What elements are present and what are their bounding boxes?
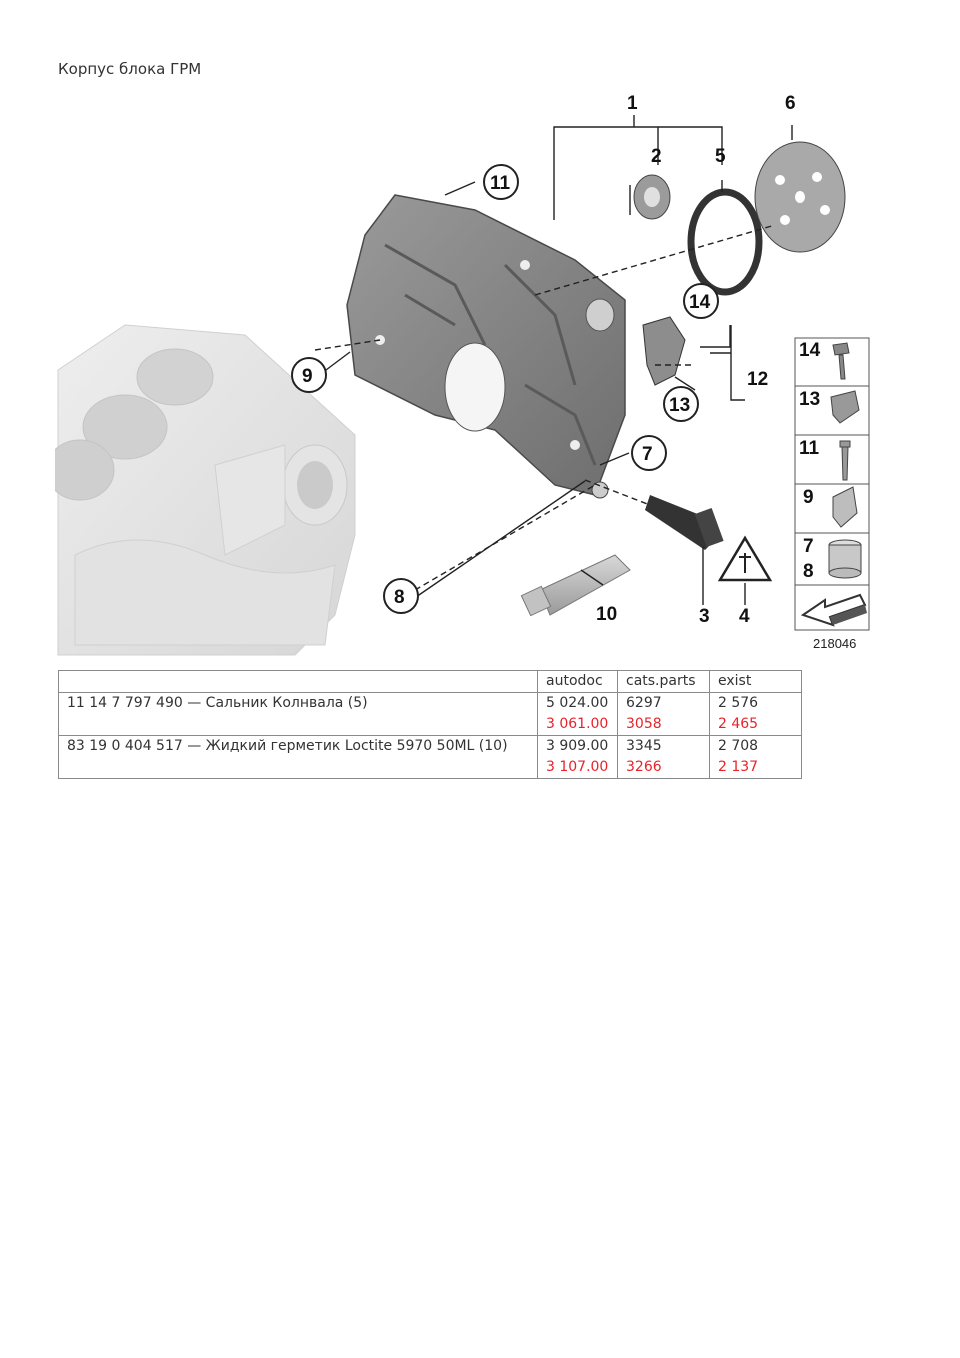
table-row: 11 14 7 797 490 — Сальник Колнвала (5) 5…	[58, 692, 802, 736]
callout-2: 2	[651, 146, 662, 167]
price-primary: 2 576	[718, 695, 759, 711]
arrow-icon	[800, 593, 867, 627]
side-label-11: 11	[799, 438, 820, 459]
price-cell: 5 024.00 3 061.00	[537, 692, 618, 736]
sensor-part-3	[645, 495, 724, 550]
callout-8: 8	[394, 587, 405, 608]
price-cell: 2 708 2 137	[709, 735, 802, 779]
price-primary: 3 909.00	[546, 738, 609, 754]
header-cell-blank	[58, 670, 538, 693]
header-autodoc: autodoc	[537, 670, 618, 693]
callout-4: 4	[739, 606, 750, 627]
page-title: Корпус блока ГРМ	[58, 60, 202, 78]
callout-13: 13	[669, 395, 690, 416]
sealant-tube-part-10	[520, 554, 631, 617]
part-description: 11 14 7 797 490 — Сальник Колнвала (5)	[58, 692, 538, 736]
callout-11: 11	[490, 173, 511, 194]
price-secondary: 3 061.00	[546, 716, 609, 732]
price-primary: 6297	[626, 695, 662, 711]
callout-6: 6	[785, 93, 796, 114]
leader-lines	[314, 115, 793, 605]
price-table: autodoc cats.parts exist 11 14 7 797 490…	[58, 670, 802, 779]
callout-12: 12	[747, 369, 768, 390]
engine-block-illustration	[55, 324, 356, 656]
side-label-8: 8	[803, 561, 814, 582]
price-primary: 5 024.00	[546, 695, 609, 711]
part-description: 83 19 0 404 517 — Жидкий герметик Loctit…	[58, 735, 538, 779]
disc-part-6	[754, 141, 846, 253]
header-exist: exist	[709, 670, 802, 693]
side-label-9: 9	[803, 487, 814, 508]
price-cell: 6297 3058	[617, 692, 710, 736]
seal-part-2	[633, 174, 671, 220]
callout-3: 3	[699, 606, 710, 627]
reference-number: 218046	[813, 636, 856, 651]
callout-9: 9	[302, 366, 313, 387]
callout-1: 1	[627, 93, 638, 114]
table-header-row: autodoc cats.parts exist	[58, 670, 802, 693]
callout-10: 10	[596, 604, 617, 625]
warning-triangle-icon	[717, 535, 773, 582]
price-secondary: 2 465	[718, 716, 759, 732]
side-parts-panel: 14 13 11 9 7 8	[794, 337, 870, 631]
callout-14: 14	[689, 292, 711, 313]
price-cell: 3345 3266	[617, 735, 710, 779]
price-cell: 3 909.00 3 107.00	[537, 735, 618, 779]
side-label-7: 7	[803, 536, 814, 557]
side-label-14: 14	[799, 340, 821, 361]
o-ring-part-5	[687, 188, 763, 296]
price-secondary: 3058	[626, 716, 662, 732]
price-cell: 2 576 2 465	[709, 692, 802, 736]
price-secondary: 2 137	[718, 759, 759, 775]
callout-7: 7	[642, 444, 653, 465]
timing-case-cover	[346, 194, 626, 499]
price-secondary: 3266	[626, 759, 662, 775]
parts-diagram: 1 2 3 4 5 6 7 8 9 10 11 12 13 14 14 13 1…	[55, 93, 870, 656]
callout-labels: 1 2 3 4 5 6 7 8 9 10 11 12 13 14	[291, 93, 796, 627]
table-row: 83 19 0 404 517 — Жидкий герметик Loctit…	[58, 735, 802, 779]
price-secondary: 3 107.00	[546, 759, 609, 775]
callout-5: 5	[715, 146, 726, 167]
price-primary: 3345	[626, 738, 662, 754]
price-primary: 2 708	[718, 738, 759, 754]
side-label-13: 13	[799, 389, 820, 410]
bracket-part-13	[642, 316, 686, 386]
header-cats-parts: cats.parts	[617, 670, 710, 693]
